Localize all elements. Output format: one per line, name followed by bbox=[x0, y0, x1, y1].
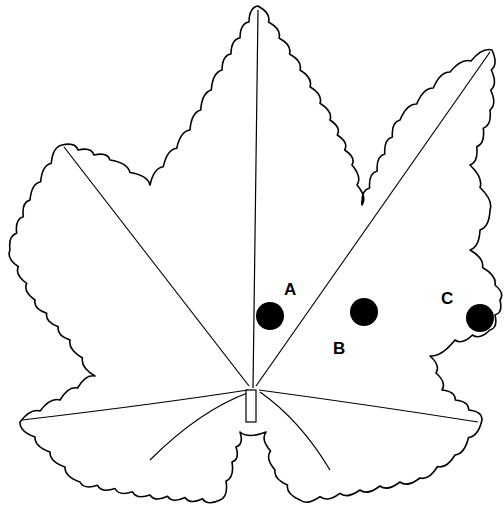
leaf-veins bbox=[22, 10, 490, 470]
point-label: A bbox=[284, 281, 296, 298]
leaf-outline bbox=[9, 6, 502, 503]
sample-dots bbox=[256, 298, 494, 332]
point-label: C bbox=[441, 290, 453, 307]
point-label: B bbox=[333, 340, 345, 357]
